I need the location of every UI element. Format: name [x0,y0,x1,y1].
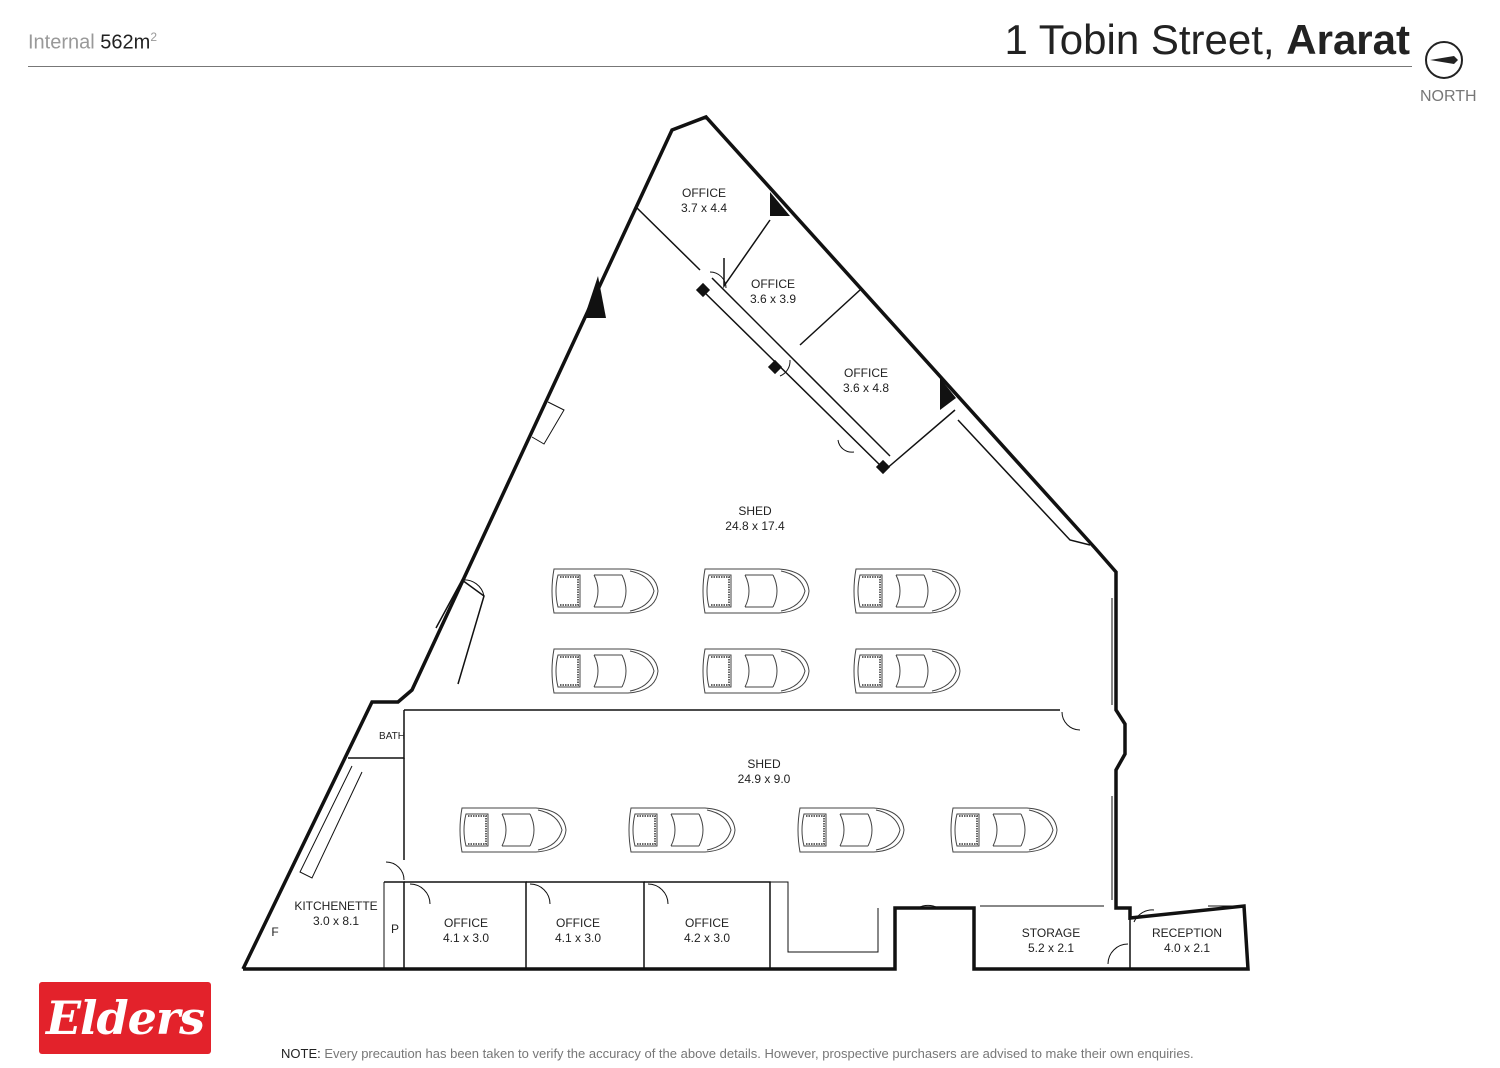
elders-logo-text: Elders [45,991,205,1045]
door-arc-2 [779,359,791,377]
reception-dims: 4.0 x 2.1 [1164,941,1210,955]
pillar-5 [767,359,783,375]
door-arc-r [1107,943,1129,965]
wall-niche [957,419,1091,546]
area-unit-sup: 2 [150,30,157,44]
door-arc-3 [837,439,855,453]
door-arc-toilet [461,579,485,597]
office-6-name: OFFICE [685,916,729,930]
car-icon [797,807,905,853]
office-5-dims: 4.1 x 3.0 [555,931,601,945]
car-icon [853,648,961,694]
pantry-marker: P [391,922,399,936]
north-label: NORTH [1420,88,1477,105]
car-icon [950,807,1058,853]
storage-dims: 5.2 x 2.1 [1028,941,1074,955]
door-arc-o6 [647,883,669,905]
door-arc-o5 [529,883,551,905]
office-corridor [699,287,886,471]
internal-value: 562m [100,31,151,54]
office-3-name: OFFICE [844,366,888,380]
car-icon [853,568,961,614]
internal-area: Internal 562m2 [28,30,157,55]
sidewall-panel [531,401,565,445]
kitchenette-dims: 3.0 x 8.1 [313,914,359,928]
door-arc-r2 [1133,909,1155,923]
shed-1-name: SHED [738,504,772,518]
office-3-lower [884,409,956,471]
pillar-4 [695,282,711,298]
address-title: 1 Tobin Street, Ararat [1005,16,1410,64]
address-town: Ararat [1286,16,1410,63]
fridge-marker: F [271,925,278,939]
pillar-2 [584,276,606,318]
shed-1-dims: 24.8 x 17.4 [725,519,785,533]
bath-name: BATH [379,731,405,742]
car-icon [459,807,567,853]
reception-name: RECEPTION [1152,926,1222,940]
office-2-name: OFFICE [751,277,795,291]
pillar-3 [940,378,956,410]
car-icon [551,648,659,694]
pillar-6 [875,459,891,475]
door-arc-1 [709,271,727,289]
shed-2-name: SHED [747,757,781,771]
door-arc-k [385,861,405,881]
office-1-dims: 3.7 x 4.4 [681,201,727,215]
office-corridor-2 [711,277,891,457]
office-2-dims: 3.6 x 3.9 [750,292,796,306]
office-3-dims: 3.6 x 4.8 [843,381,889,395]
office-wall-a [636,207,701,271]
car-icon [551,568,659,614]
car-icon [628,807,736,853]
office-wall-c [799,289,861,346]
pillar-1 [770,192,790,216]
door-arc-o4 [409,883,431,905]
kitchenette-name: KITCHENETTE [294,899,377,913]
car-layer [459,568,1058,853]
elders-logo: Elders [39,982,211,1054]
kitchen-bench [299,765,363,879]
door-arc-shed [1061,711,1081,731]
room-labels: OFFICE 3.7 x 4.4 OFFICE 3.6 x 3.9 OFFICE… [271,186,1222,955]
note-text: Every precaution has been taken to verif… [324,1046,1194,1061]
door-arc-s [917,904,939,909]
address-street: 1 Tobin Street, [1004,16,1275,63]
office-4-dims: 4.1 x 3.0 [443,931,489,945]
outer-wall [241,114,1250,971]
internal-label: Internal [28,31,95,54]
service-area [770,881,879,953]
shed-2-dims: 24.9 x 9.0 [738,772,791,786]
pantry-wall [384,881,405,969]
office-6-dims: 4.2 x 3.0 [684,931,730,945]
office-4-name: OFFICE [444,916,488,930]
office-wall-b [723,219,771,289]
note-label: NOTE: [281,1046,321,1061]
storage-name: STORAGE [1022,926,1080,940]
north-compass-icon [1425,41,1463,79]
car-icon [702,648,810,694]
disclaimer-note: NOTE: Every precaution has been taken to… [281,1046,1194,1061]
car-icon [702,568,810,614]
header-rule [28,66,1412,67]
toilet-block [435,578,485,685]
office-1-name: OFFICE [682,186,726,200]
office-5-name: OFFICE [556,916,600,930]
